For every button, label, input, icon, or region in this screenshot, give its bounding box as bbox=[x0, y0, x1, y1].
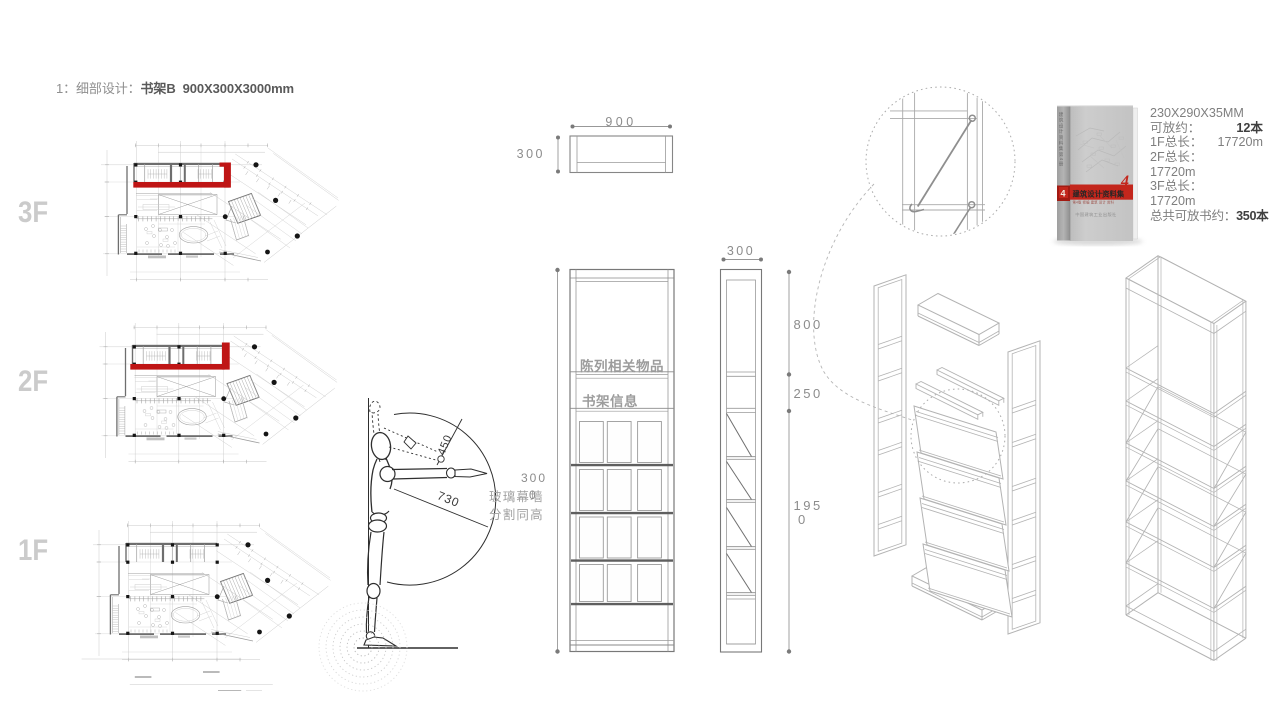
svg-text:中国建筑工业出版社: 中国建筑工业出版社 bbox=[1075, 211, 1116, 218]
svg-text:0: 0 bbox=[798, 512, 808, 527]
svg-text:300: 300 bbox=[517, 147, 545, 161]
svg-text:第4版 修编 建筑 设计 资料: 第4版 修编 建筑 设计 资料 bbox=[1073, 200, 1115, 205]
svg-text:900: 900 bbox=[605, 115, 636, 129]
svg-text:250: 250 bbox=[794, 386, 823, 401]
svg-text:建筑设计资料集: 建筑设计资料集 bbox=[1072, 190, 1125, 199]
svg-text:建筑设计资料集第4册: 建筑设计资料集第4册 bbox=[1058, 111, 1064, 167]
svg-text:4: 4 bbox=[1061, 189, 1066, 199]
svg-text:4: 4 bbox=[1120, 173, 1129, 190]
svg-text:300: 300 bbox=[727, 244, 755, 258]
svg-text:450: 450 bbox=[436, 433, 455, 457]
svg-text:195: 195 bbox=[794, 498, 823, 513]
svg-text:800: 800 bbox=[794, 317, 823, 332]
